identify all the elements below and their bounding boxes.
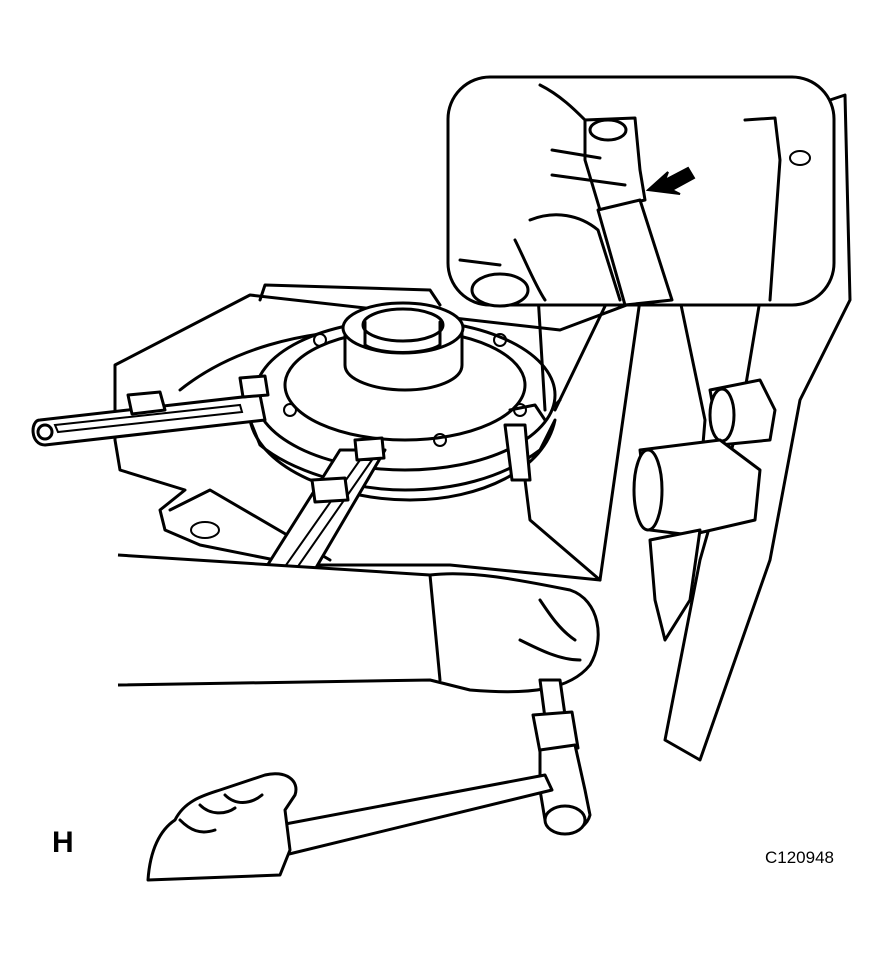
detail-contents bbox=[458, 83, 811, 308]
hand-holding-tool bbox=[117, 553, 600, 694]
figure-code-label: C120948 bbox=[765, 848, 835, 867]
step-letter-label: H bbox=[52, 826, 74, 859]
pointer-arrow-icon bbox=[645, 166, 696, 195]
hand-holding-hammer bbox=[146, 772, 298, 882]
detail-inset bbox=[446, 75, 836, 308]
detail-leader-lines bbox=[536, 293, 610, 412]
hammer bbox=[278, 678, 592, 857]
chisel-tool bbox=[503, 403, 547, 482]
pump-hub bbox=[341, 301, 465, 392]
puller-arm-left bbox=[31, 374, 270, 447]
shaft-stubs bbox=[632, 378, 777, 642]
